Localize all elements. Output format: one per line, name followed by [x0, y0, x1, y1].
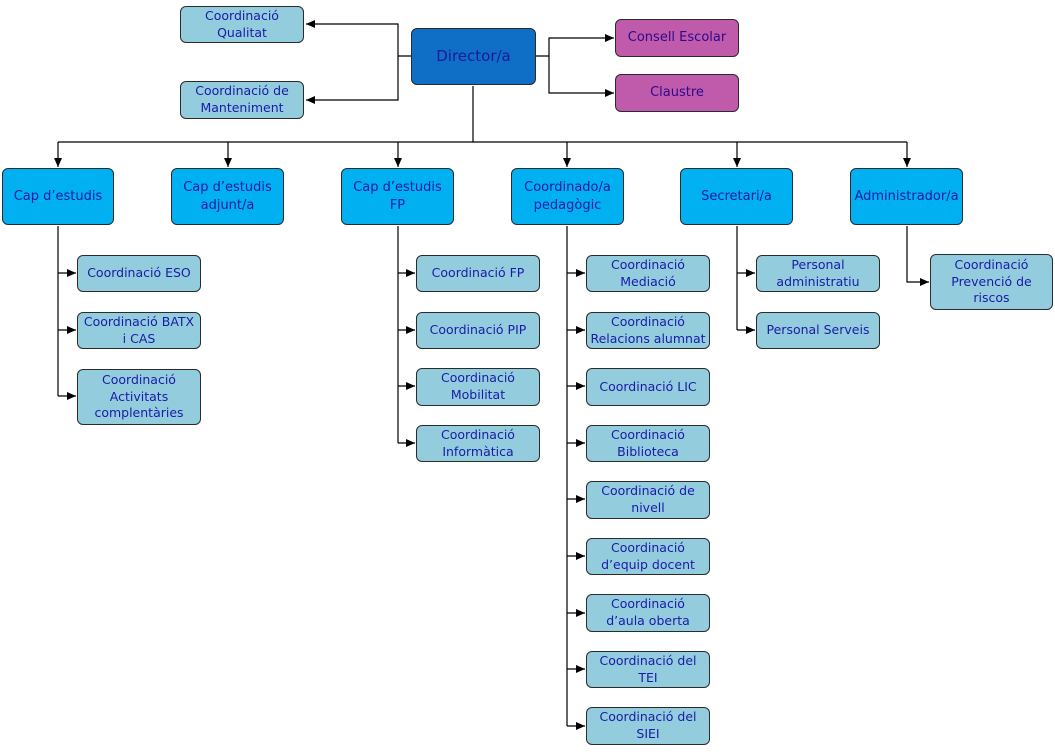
link-director-manteniment	[306, 56, 399, 104]
coordinacio-equip-docent-node: Coordinació d’equip docent	[586, 538, 710, 575]
director-node: Director/a	[411, 28, 536, 85]
coordinacio-activitats-node: Coordinació Activitats complentàries	[77, 369, 201, 425]
coordinacio-informatica-node: Coordinació Informàtica	[416, 425, 540, 462]
personal-administratiu-node: Personal administratiu	[756, 255, 880, 292]
claustre-node: Claustre	[615, 74, 739, 112]
cap-estudis-adjunt-node: Cap d’estudis adjunt/a	[171, 168, 284, 225]
coordinacio-qualitat-node: Coordinació Qualitat	[180, 6, 304, 43]
coordinacio-prevencio-riscos-node: Coordinació Prevenció de riscos	[930, 254, 1053, 310]
coordinacio-biblioteca-node: Coordinació Biblioteca	[586, 425, 710, 462]
consell-escolar-node: Consell Escolar	[615, 19, 739, 57]
coordinacio-aula-oberta-node: Coordinació d’aula oberta	[586, 594, 710, 632]
coordinacio-fp-node: Coordinació FP	[416, 255, 540, 292]
coordinacio-tei-node: Coordinació del TEI	[586, 651, 710, 688]
coordinacio-manteniment-node: Coordinació de Manteniment	[180, 81, 304, 119]
cap-estudis-fp-node: Cap d’estudis FP	[341, 168, 454, 225]
link-director-claustre	[548, 56, 614, 97]
coordinacio-nivell-node: Coordinació de nivell	[586, 481, 710, 519]
cap-estudis-node: Cap d’estudis	[2, 168, 114, 225]
coordinacio-pip-node: Coordinació PIP	[416, 312, 540, 349]
coordinacio-relacions-alumnat-node: Coordinació Relacions alumnat	[586, 312, 710, 349]
secretari-node: Secretari/a	[680, 168, 793, 225]
coordinacio-siei-node: Coordinació del SIEI	[586, 707, 710, 745]
coordinador-pedagogic-node: Coordinado/a pedagògic	[511, 168, 624, 225]
coordinacio-mobilitat-node: Coordinació Mobilitat	[416, 368, 540, 406]
personal-serveis-node: Personal Serveis	[756, 312, 880, 349]
administrador-node: Administrador/a	[850, 168, 963, 225]
coordinacio-mediacio-node: Coordinació Mediació	[586, 255, 710, 292]
link-director-qualitat	[306, 20, 411, 57]
coordinacio-lic-node: Coordinació LIC	[586, 368, 710, 406]
coordinacio-batx-node: Coordinació BATX i CAS	[77, 312, 201, 349]
coordinacio-eso-node: Coordinació ESO	[77, 255, 201, 292]
link-director-consell	[536, 34, 614, 57]
